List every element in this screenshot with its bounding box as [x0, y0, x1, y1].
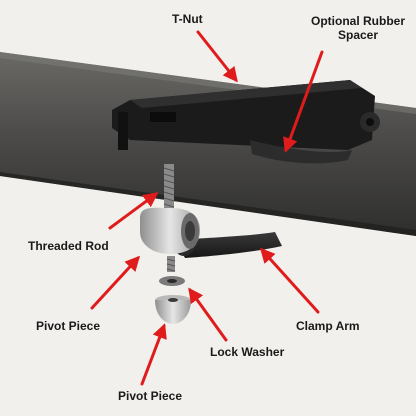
upper-pivot-piece-label: Pivot Piece: [36, 319, 101, 333]
callout-arrows: [90, 30, 324, 386]
lower-pivot-arrow: [140, 323, 167, 386]
t-nut-label: T-Nut: [172, 12, 203, 26]
rubber-spacer-label-line1: Optional Rubber: [311, 14, 405, 28]
lower-pivot-piece-shape: [155, 295, 191, 324]
threaded-rod-label: Threaded Rod: [28, 239, 109, 253]
rubber-spacer-arrow: [283, 50, 324, 153]
clamp-arm-label: Clamp Arm: [296, 319, 360, 333]
upper-pivot-piece-shape: [140, 207, 200, 254]
lock-washer-label: Lock Washer: [210, 345, 285, 359]
rubber-spacer-label-line2: Spacer: [337, 28, 379, 42]
lock-washer-shape: [159, 276, 185, 286]
upper-pivot-arrow: [90, 255, 141, 310]
lock-washer-arrow: [188, 287, 228, 342]
t-nut-bracket-shape: [112, 80, 380, 164]
threaded-rod-shape: [163, 164, 176, 272]
rubber-spacer-label: Optional Rubber Spacer: [302, 14, 414, 42]
threaded-rod-arrow: [108, 192, 159, 230]
clamp-arm-arrow: [259, 247, 320, 314]
t-nut-arrow: [196, 30, 238, 83]
lower-pivot-piece-label: Pivot Piece: [118, 389, 183, 403]
